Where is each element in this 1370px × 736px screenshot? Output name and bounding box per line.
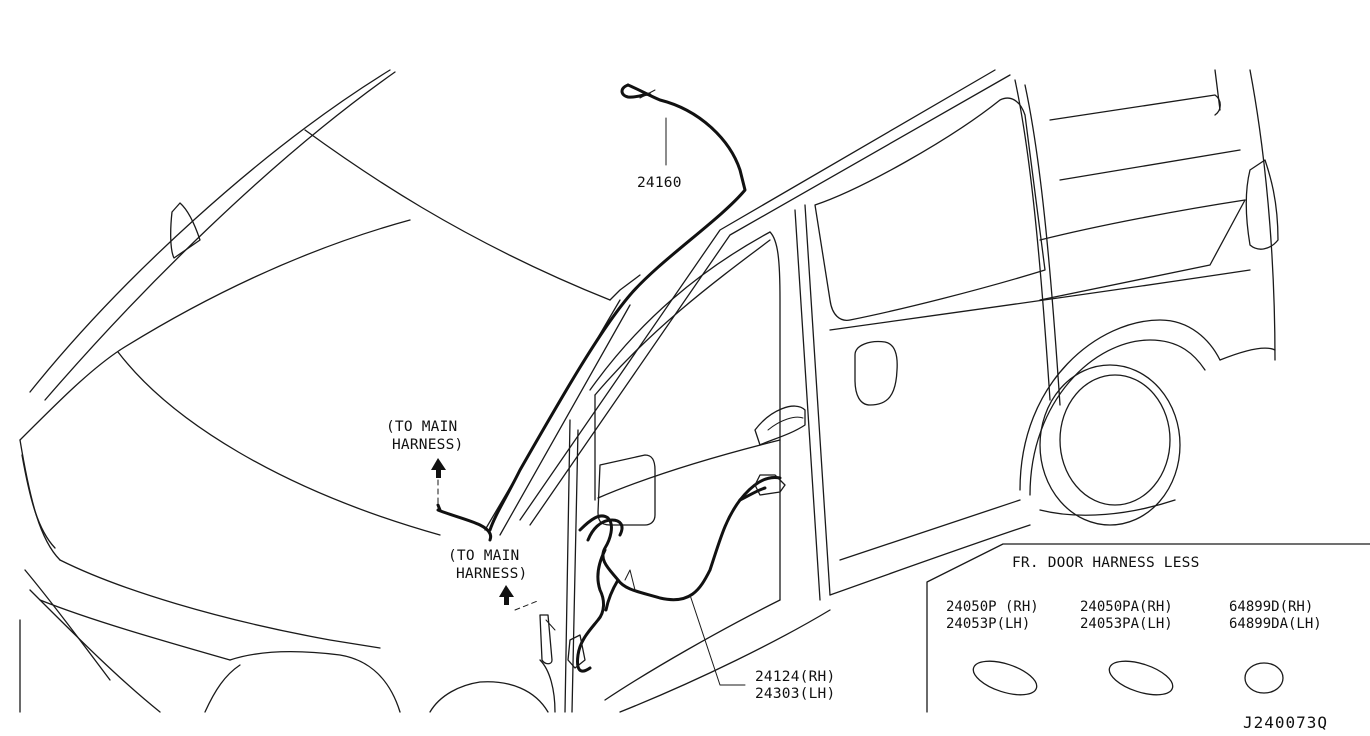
legend-part-2-rh: 24050PA(RH) [1080,599,1173,615]
callout-to-main-harness-lower-line1: (TO MAIN [448,548,519,564]
legend-part-3-plug-icon [1244,662,1284,694]
callout-door-harness-rh: 24124(RH) [755,669,835,685]
callout-to-main-harness-upper-line1: (TO MAIN [386,419,457,435]
legend-part-3-rh: 64899D(RH) [1229,599,1313,615]
callout-door-harness-lh: 24303(LH) [755,686,835,702]
roof-antenna-harness [488,83,747,532]
legend-part-2-lh: 24053PA(LH) [1080,616,1173,632]
lower-direction-arrow [499,585,541,611]
legend-part-1-lh: 24053P(LH) [946,616,1030,632]
legend-part-2-grommet-icon [1108,660,1174,696]
legend-part-1-rh: 24050P (RH) [946,599,1039,615]
upper-direction-arrow [431,458,446,506]
callout-to-main-harness-upper-line2: HARNESS) [392,437,463,453]
diagram-code: J240073Q [1243,713,1328,732]
callout-to-main-harness-lower-line2: HARNESS) [456,566,527,582]
leader-lines [665,117,746,686]
legend-part-1-grommet-icon [972,660,1038,696]
legend-box: FR. DOOR HARNESS LESS 24050P (RH) 24053P… [926,543,1370,713]
callout-24160: 24160 [637,175,682,191]
vehicle-outline [19,69,1279,713]
legend-part-3-lh: 64899DA(LH) [1229,616,1322,632]
legend-title: FR. DOOR HARNESS LESS [1012,555,1200,571]
door-harness [436,474,786,673]
